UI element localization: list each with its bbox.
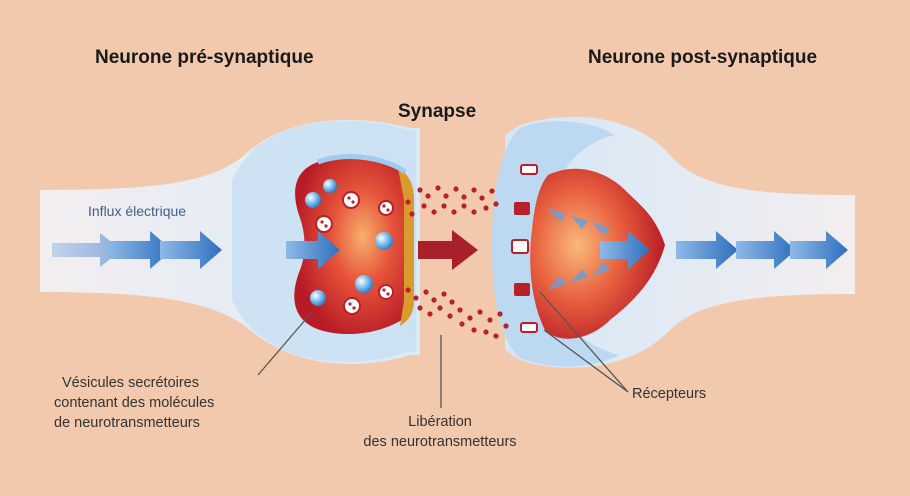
- receptors-group: [511, 164, 538, 333]
- vesicles-caption-line: contenant des molécules: [54, 395, 215, 411]
- neurotransmitters: [405, 185, 509, 339]
- presynaptic-title: Neurone pré-synaptique: [95, 47, 314, 68]
- influx-label: Influx électrique: [88, 203, 187, 219]
- vesicles-caption-line: Vésicules secrétoires: [62, 375, 199, 391]
- vesicles: [305, 179, 394, 315]
- release-caption-line: Libération: [408, 414, 472, 430]
- transmission-arrow: [418, 230, 478, 270]
- receptors-caption: Récepteurs: [632, 386, 707, 402]
- release-caption: Libération des neurotransmetteurs: [335, 412, 545, 452]
- vesicles-caption-line: de neurotransmetteurs: [54, 415, 200, 431]
- release-caption-line: des neurotransmetteurs: [363, 434, 517, 450]
- input-signal-arrows: [52, 231, 340, 269]
- synapse-title: Synapse: [398, 101, 477, 122]
- postsynaptic-terminal: [530, 168, 665, 339]
- vesicles-caption: Vésicules secrétoires contenant des molé…: [54, 373, 264, 433]
- postsynaptic-title: Neurone post-synaptique: [588, 47, 818, 68]
- output-signal-arrows: [600, 231, 848, 269]
